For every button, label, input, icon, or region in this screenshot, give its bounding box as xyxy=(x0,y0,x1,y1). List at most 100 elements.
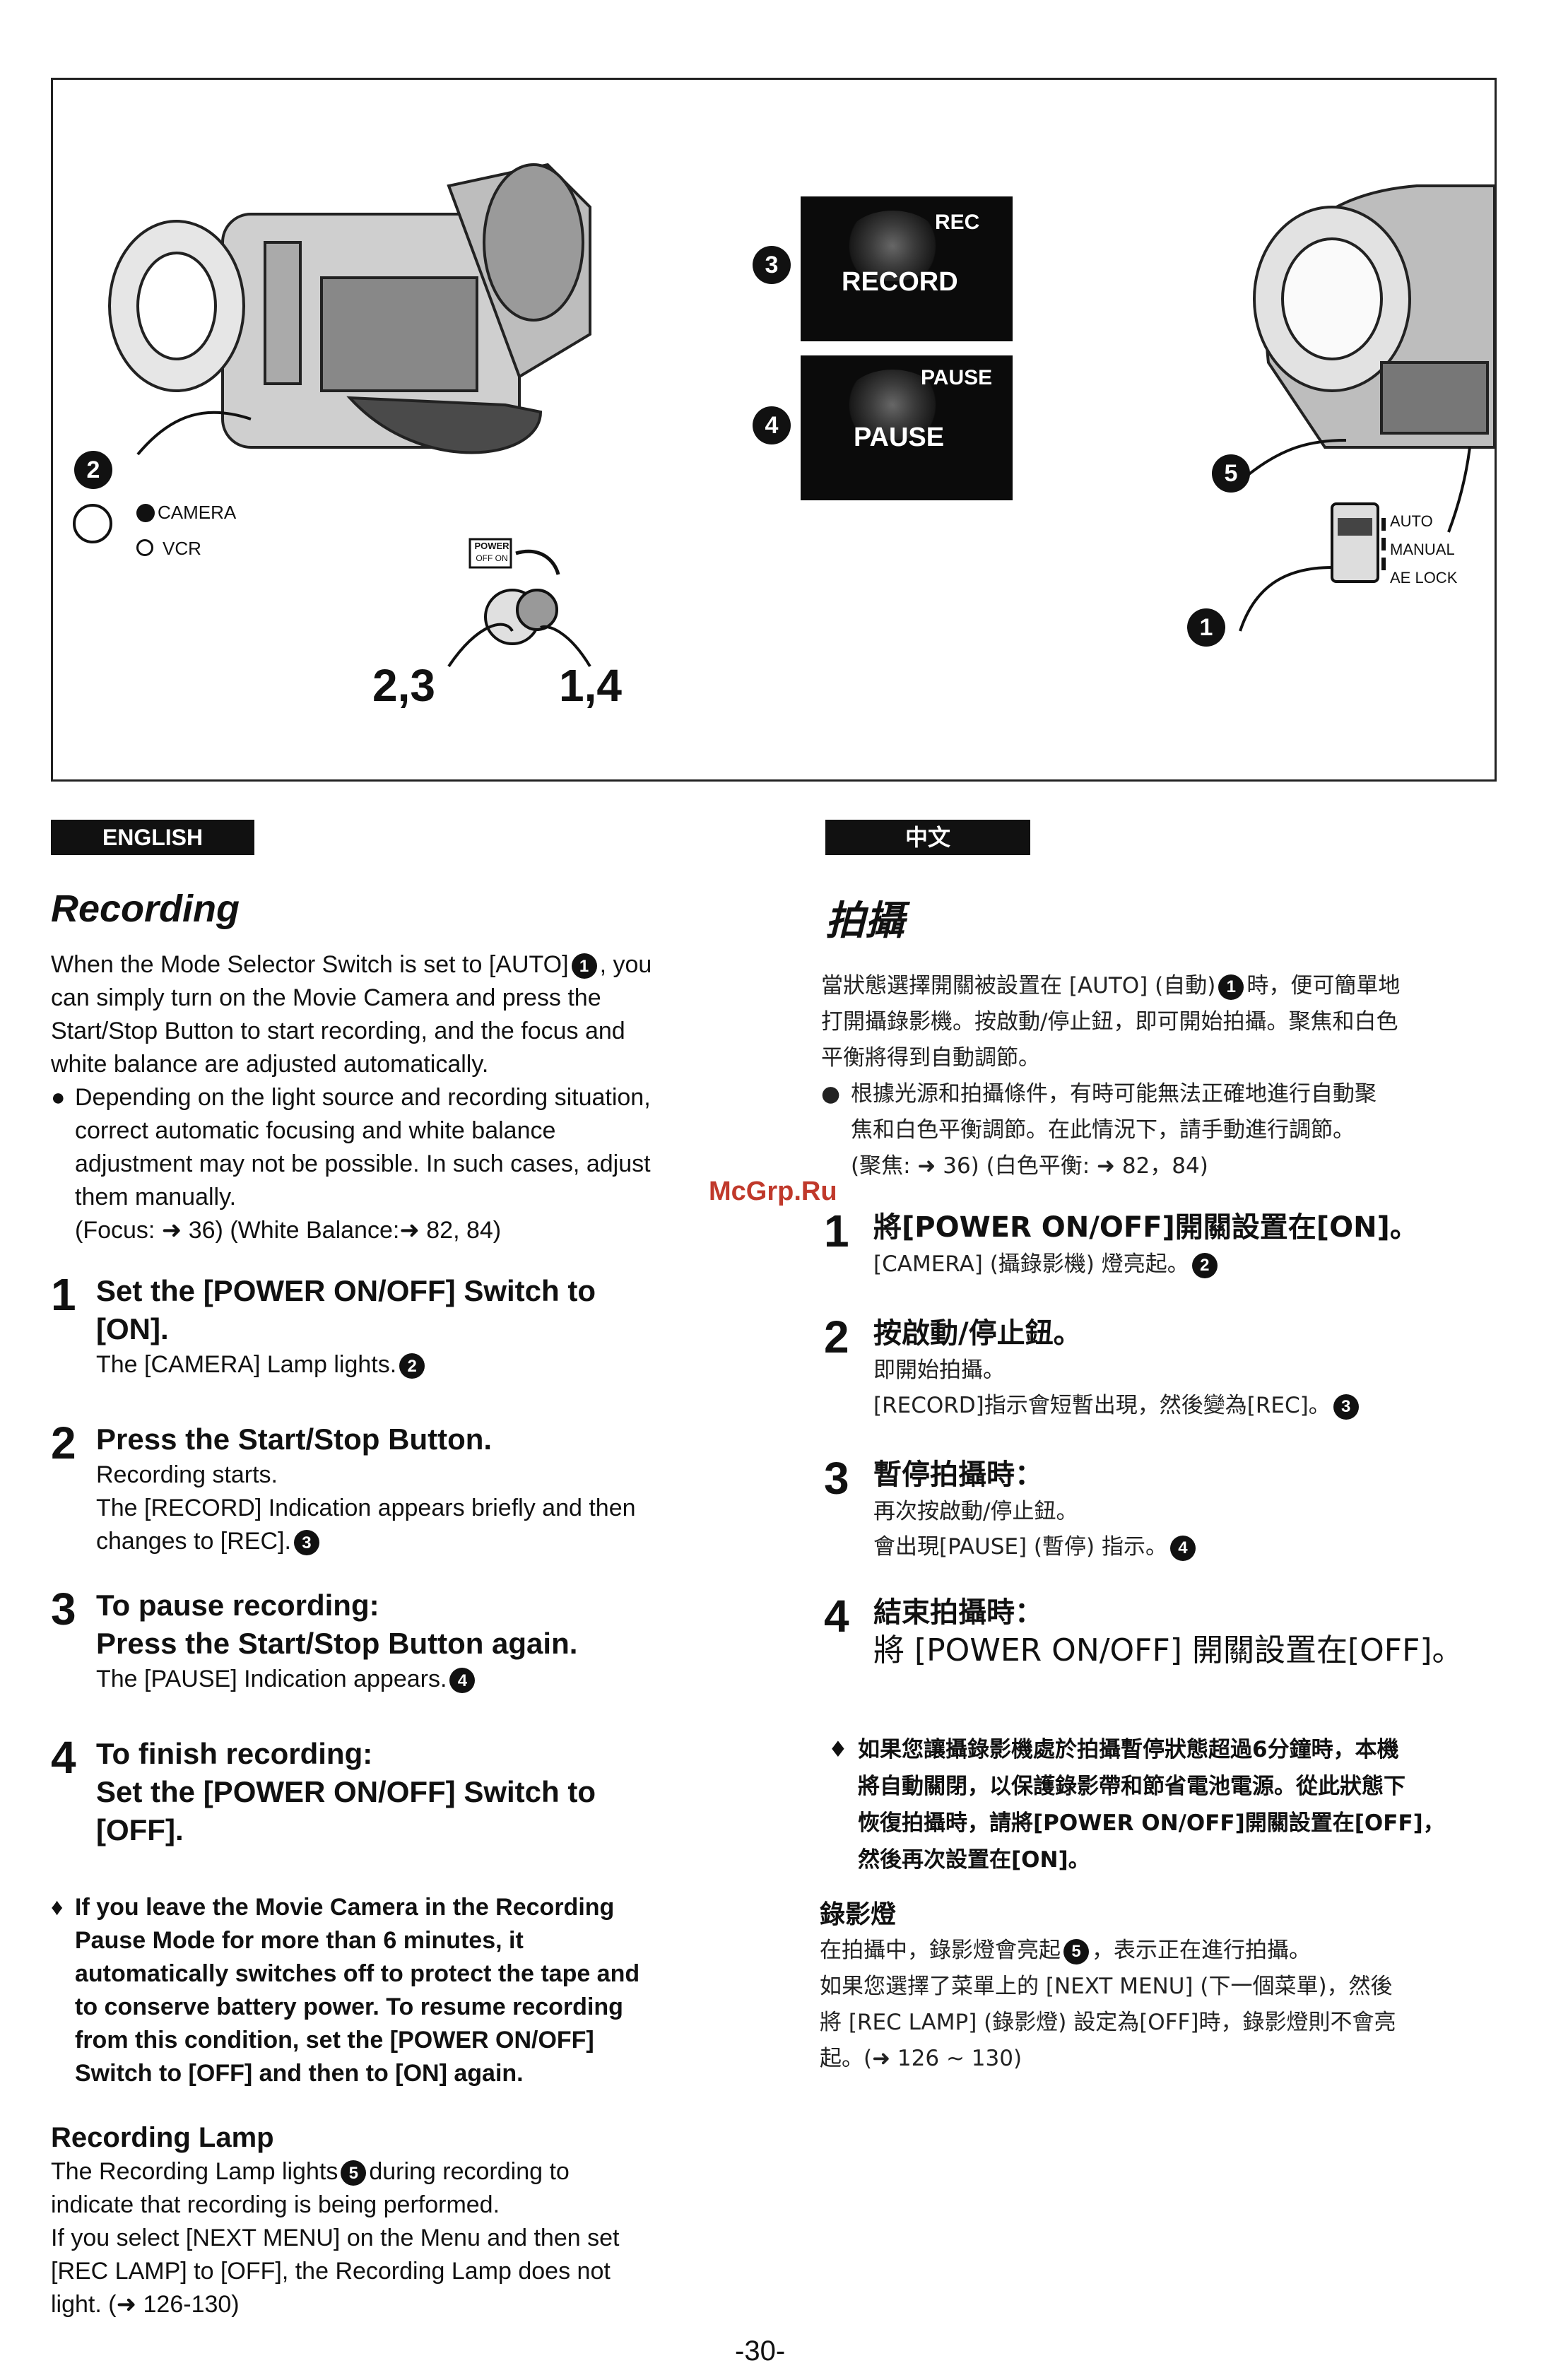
chinese-title: 拍攝 xyxy=(825,898,904,944)
step-heading: 暫停拍攝時： xyxy=(873,1459,1043,1491)
step-body: [RECORD]指示會短暫出現，然後變為[REC]。 xyxy=(873,1393,1331,1418)
marker-2-inline: 2 xyxy=(1191,1252,1218,1278)
intro-line: white balance are adjusted automatically… xyxy=(51,1051,489,1078)
lcd-pause-text: PAUSE xyxy=(854,423,945,452)
camera-lamp-on-icon xyxy=(136,504,155,522)
lcd-record-display: REC RECORD xyxy=(801,196,1013,341)
step-body: The [CAMERA] Lamp lights. xyxy=(96,1351,397,1378)
lcd-pause-indicator: PAUSE xyxy=(921,366,993,389)
step-heading: 結束拍攝時： xyxy=(873,1596,1043,1629)
marker-5: 5 xyxy=(1212,454,1250,493)
illustration-frame: 2 CAMERA VCR POWER OFF ON 2,3 1,4 3 REC … xyxy=(51,78,1497,782)
warning-line: If you leave the Movie Camera in the Rec… xyxy=(75,1894,615,1921)
english-warning: ♦ If you leave the Movie Camera in the R… xyxy=(51,1891,729,2090)
lamp-line: 將 [REC LAMP] (錄影燈) 設定為[OFF]時，錄影燈則不會亮 xyxy=(820,2010,1396,2035)
marker-1-inline: 1 xyxy=(571,953,597,979)
lamp-ring-icon xyxy=(73,504,112,543)
step-body: changes to [REC]. xyxy=(96,1528,291,1555)
step-number: 1 xyxy=(51,1269,76,1320)
marker-3: 3 xyxy=(753,246,791,284)
intro-line: When the Mode Selector Switch is set to … xyxy=(51,951,569,978)
step-heading: To finish recording: xyxy=(96,1737,373,1770)
chinese-lamp-heading: 錄影燈 xyxy=(820,1900,897,1929)
lamp-line: If you select [NEXT MENU] on the Menu an… xyxy=(51,2225,620,2251)
warning-line: Switch to [OFF] and then to [ON] again. xyxy=(75,2060,524,2087)
switch-label-power: POWER xyxy=(474,541,509,551)
step-heading: Press the Start/Stop Button again. xyxy=(96,1627,578,1660)
warning-line: 然後再次設置在[ON]。 xyxy=(858,1847,1090,1873)
marker-3-inline: 3 xyxy=(1333,1394,1359,1420)
english-lamp-heading: Recording Lamp xyxy=(51,2122,274,2153)
english-lang-bar: ENGLISH xyxy=(51,820,254,855)
step-heading: Set the [POWER ON/OFF] Switch to xyxy=(96,1775,596,1808)
english-bullet: ● Depending on the light source and reco… xyxy=(51,1081,743,1247)
step-number: 1 xyxy=(824,1206,849,1256)
step-body: The [PAUSE] Indication appears. xyxy=(96,1666,447,1692)
lamp-line: during recording to xyxy=(369,2158,570,2185)
step-heading: 將[POWER ON/OFF]開關設置在[ON]。 xyxy=(873,1211,1418,1244)
marker-5-inline: 5 xyxy=(341,2160,367,2186)
intro-line: 時，便可簡單地 xyxy=(1246,973,1401,998)
step-body: Recording starts. xyxy=(96,1461,278,1488)
diamond-bullet-icon: ♦ xyxy=(828,1737,848,1762)
warning-line: Pause Mode for more than 6 minutes, it xyxy=(75,1927,524,1954)
lamp-line: indicate that recording is being perform… xyxy=(51,2191,500,2218)
step-heading: Set the [POWER ON/OFF] Switch to xyxy=(96,1274,596,1307)
step-body: 會出現[PAUSE] (暫停) 指示。 xyxy=(873,1534,1167,1560)
lamp-line: [REC LAMP] to [OFF], the Recording Lamp … xyxy=(51,2258,611,2285)
page-number: -30- xyxy=(735,2335,786,2367)
intro-line: 平衡將得到自動調節。 xyxy=(821,1045,1040,1071)
marker-2: 2 xyxy=(74,451,112,489)
step-body: [CAMERA] (攝錄影機) 燈亮起。 xyxy=(873,1251,1189,1277)
lcd-rec-indicator: REC xyxy=(935,211,980,234)
vcr-lamp-off-icon xyxy=(136,539,153,556)
english-step-1: 1 Set the [POWER ON/OFF] Switch to [ON].… xyxy=(51,1272,596,1382)
bullet-line: 焦和白色平衡調節。在此情況下，請手動進行調節。 xyxy=(851,1117,1355,1143)
chinese-step-3: 3 暫停拍攝時： 再次按啟動/停止鈕。 會出現[PAUSE] (暫停) 指示。4 xyxy=(824,1456,1198,1565)
warning-line: 恢復拍攝時，請將[POWER ON/OFF]開關設置在[OFF]， xyxy=(858,1810,1445,1836)
bullet-dot: ● xyxy=(51,1084,66,1111)
mode-auto-label: AUTO xyxy=(1390,512,1433,530)
step-number: 3 xyxy=(51,1584,76,1634)
lamp-line: ，表示正在進行拍攝。 xyxy=(1092,1938,1311,1963)
english-intro: When the Mode Selector Switch is set to … xyxy=(51,948,743,1247)
step-number: 3 xyxy=(824,1453,849,1504)
step-number: 4 xyxy=(824,1591,849,1642)
bullet-line: adjustment may not be possible. In such … xyxy=(75,1150,651,1177)
step-heading: To pause recording: xyxy=(96,1589,379,1622)
english-title: Recording xyxy=(51,888,240,930)
chinese-step-4: 4 結束拍攝時： 將 [POWER ON/OFF] 開關設置在[OFF]。 xyxy=(824,1593,1463,1670)
vcr-lamp-label: VCR xyxy=(163,538,201,559)
intro-line: 打開攝錄影機。按啟動/停止鈕，即可開始拍攝。聚焦和白色 xyxy=(821,1009,1398,1035)
lamp-line: The Recording Lamp lights xyxy=(51,2158,338,2185)
step-body: 即開始拍攝。 xyxy=(873,1357,1005,1383)
diamond-bullet-icon: ♦ xyxy=(51,1894,64,1921)
warning-line: from this condition, set the [POWER ON/O… xyxy=(75,2027,594,2054)
lamp-line: 如果您選擇了菜單上的 [NEXT MENU] (下一個菜單)，然後 xyxy=(820,1974,1393,1999)
chinese-lang-bar: 中文 xyxy=(825,820,1030,855)
camera-lamp-label: CAMERA xyxy=(158,502,237,523)
marker-5-inline: 5 xyxy=(1063,1938,1089,1964)
chinese-step-2: 2 按啟動/停止鈕。 即開始拍攝。 [RECORD]指示會短暫出現，然後變為[R… xyxy=(824,1314,1362,1423)
watermark-link[interactable]: McGrp.Ru xyxy=(709,1177,837,1206)
step-body: The [RECORD] Indication appears briefly … xyxy=(96,1495,636,1521)
chinese-step-1: 1 將[POWER ON/OFF]開關設置在[ON]。 [CAMERA] (攝錄… xyxy=(824,1208,1418,1282)
lcd-record-text: RECORD xyxy=(842,267,958,297)
lamp-line: 起。(➜ 126 ~ 130) xyxy=(820,2046,1022,2071)
bullet-dot: ● xyxy=(821,1081,841,1107)
step-heading: Press the Start/Stop Button. xyxy=(96,1422,493,1456)
chinese-warning: ♦ 如果您讓攝錄影機處於拍攝暫停狀態超過6分鐘時，本機 將自動關閉，以保護錄影帶… xyxy=(828,1731,1507,1878)
steps-label-right: 1,4 xyxy=(559,660,622,711)
lamp-line: 在拍攝中，錄影燈會亮起 xyxy=(820,1938,1061,1963)
chinese-bullet: ● 根據光源和拍攝條件，有時可能無法正確地進行自動聚 焦和白色平衡調節。在此情況… xyxy=(821,1076,1499,1184)
english-step-3: 3 To pause recording: Press the Start/St… xyxy=(51,1586,577,1696)
marker-1: 1 xyxy=(1187,608,1225,647)
step-number: 2 xyxy=(824,1312,849,1362)
marker-4-inline: 4 xyxy=(449,1668,476,1694)
marker-4: 4 xyxy=(753,406,791,444)
marker-3-inline: 3 xyxy=(293,1530,319,1556)
step-heading: 將 [POWER ON/OFF] 開關設置在[OFF]。 xyxy=(873,1632,1463,1668)
bullet-line: them manually. xyxy=(75,1184,237,1210)
english-step-2: 2 Press the Start/Stop Button. Recording… xyxy=(51,1420,636,1558)
